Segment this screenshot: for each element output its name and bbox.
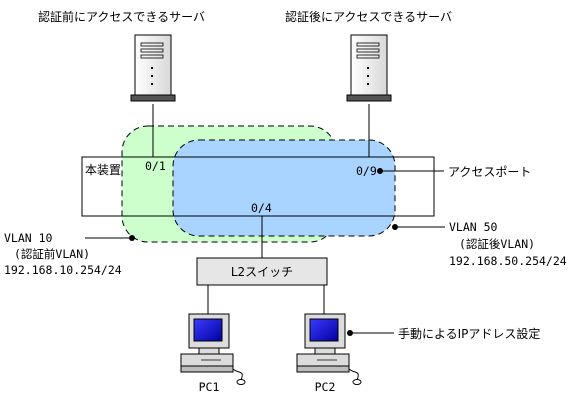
port-0-4: 0/4 (251, 201, 272, 215)
vlan50-region (172, 139, 396, 237)
pc-icon (296, 313, 362, 385)
vlan10-ip: 192.168.10.254/24 (4, 263, 122, 277)
server-icon (130, 34, 176, 102)
l2-switch-label: L2スイッチ (231, 265, 293, 279)
vlan10-name: VLAN 10 (4, 231, 53, 245)
vlan50-name: VLAN 50 (449, 220, 498, 234)
vlan10-desc: (認証前VLAN) (14, 247, 90, 261)
device-label: 本装置 (85, 163, 121, 177)
port-0-1: 0/1 (145, 159, 166, 173)
access-port-label: アクセスポート (448, 165, 531, 179)
server-icon (346, 34, 392, 102)
vlan50-desc: (認証後VLAN) (459, 237, 535, 251)
vlan50-ip: 192.168.50.254/24 (449, 254, 567, 268)
pc1-label: PC1 (199, 380, 220, 394)
post-auth-server-label: 認証後にアクセスできるサーバ (285, 9, 452, 24)
manual-ip-label: 手動によるIPアドレス設定 (398, 326, 540, 341)
l2-switch (196, 257, 328, 286)
pc2-label: PC2 (315, 380, 336, 394)
device-box (81, 156, 435, 217)
pre-auth-server-label: 認証前にアクセスできるサーバ (38, 9, 205, 24)
port-0-9: 0/9 (356, 164, 377, 178)
pc-icon (180, 313, 246, 385)
